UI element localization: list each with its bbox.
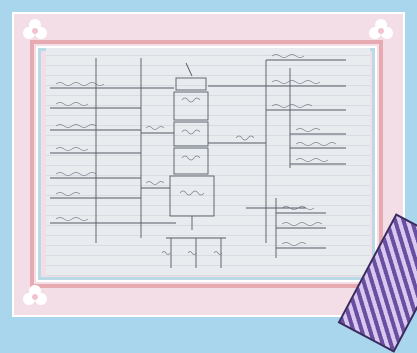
handwritten-diagram — [50, 54, 346, 268]
flower-ornament-icon — [369, 19, 393, 39]
decorative-border-pink — [30, 40, 383, 288]
diagram-box — [173, 91, 209, 121]
flower-ornament-icon — [23, 285, 47, 305]
diagram-box — [173, 147, 209, 175]
diagram-box — [173, 121, 209, 147]
diagram-box — [175, 77, 207, 91]
diagram-box — [169, 175, 215, 217]
flower-ornament-icon — [23, 19, 47, 39]
